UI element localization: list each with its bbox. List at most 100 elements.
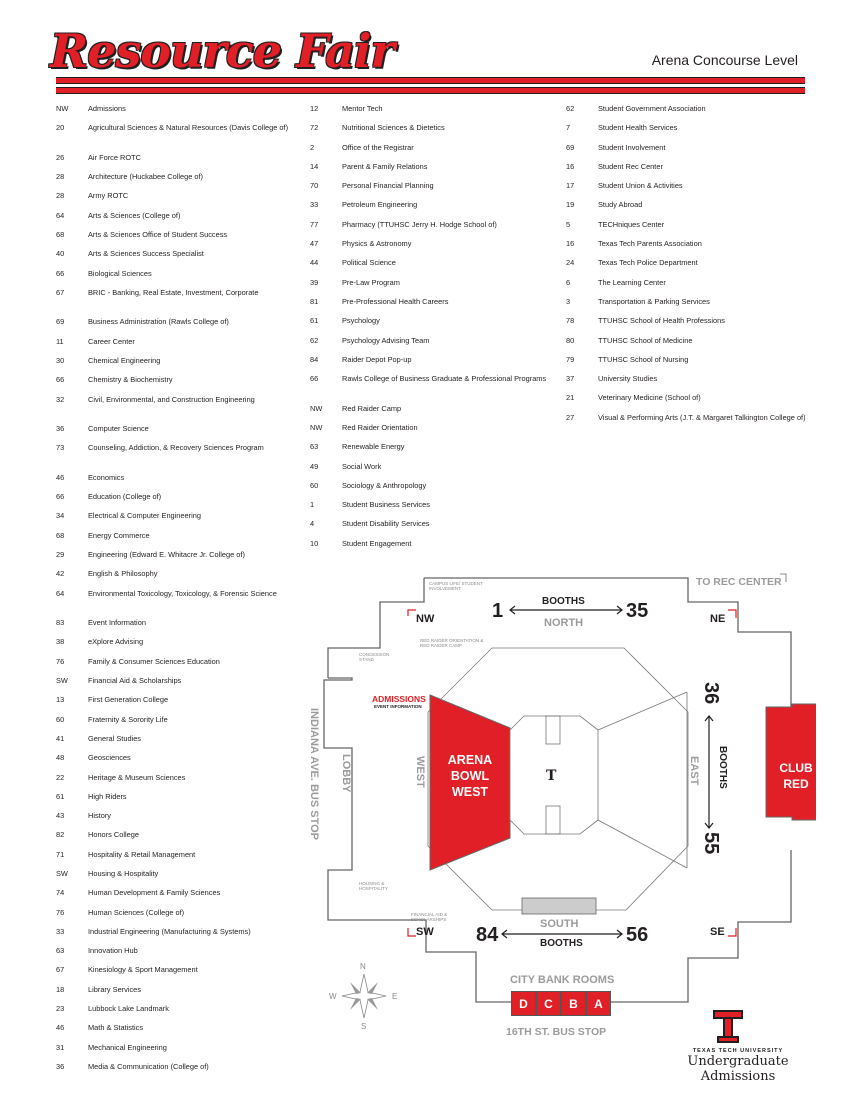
department-name: Personal Financial Planning: [342, 181, 434, 191]
booth-number: 76: [56, 656, 65, 666]
logo-university: TEXAS TECH UNIVERSITY: [692, 1048, 784, 1054]
department-name: Transportation & Parking Services: [598, 296, 710, 306]
booth-number: 16: [566, 161, 575, 171]
north-booths-label: BOOTHS: [542, 596, 585, 607]
department-name: Nutritional Sciences & Dietetics: [342, 123, 445, 133]
department-name: Counseling, Addiction, & Recovery Scienc…: [88, 443, 264, 453]
booth-number: 78: [566, 316, 575, 326]
booth-number: 18: [56, 984, 65, 994]
department-name: Civil, Environmental, and Construction E…: [88, 394, 255, 404]
department-name: Student Government Association: [598, 104, 706, 113]
booth-number: 41: [56, 733, 65, 743]
booth-number: 14: [310, 161, 319, 171]
arena-bowl-west-line: ARENA: [447, 753, 493, 767]
compass-icon: [341, 973, 387, 1019]
east-booth-end: 55: [700, 832, 722, 855]
booth-number: 39: [310, 277, 319, 287]
department-name: eXplore Advising: [88, 637, 144, 647]
booth-number: 60: [310, 480, 319, 490]
booth-number: 12: [310, 104, 319, 113]
department-name: Student Union & Activities: [598, 181, 683, 191]
header: Resource Fair Arena Concourse Level: [0, 0, 850, 100]
department-name: Arts & Sciences Office of Student Succes…: [88, 229, 228, 239]
compass-e: E: [392, 992, 398, 1001]
department-name: Economics: [88, 472, 125, 482]
booth-number: 69: [566, 142, 575, 152]
department-name: Student Health Services: [598, 123, 678, 133]
orientation-label: RED RAIDER ORIENTATION & RED RAIDER CAMP: [420, 638, 484, 648]
department-name: Raider Depot Pop-up: [342, 354, 412, 364]
east-side-label: EAST: [688, 756, 700, 786]
directory-entry: 66 Biological Sciences: [56, 269, 296, 288]
department-name: Heritage & Museum Sciences: [88, 772, 186, 782]
booth-number: 36: [56, 424, 65, 434]
department-name: Army ROTC: [88, 191, 129, 201]
department-name: Honors College: [88, 830, 139, 840]
directory-entry: 7 Student Health Services: [566, 123, 806, 142]
booth-number: SW: [56, 676, 68, 686]
department-name: Energy Commerce: [88, 530, 150, 540]
admissions-label: ADMISSIONS: [372, 694, 426, 704]
booth-number: 66: [56, 268, 65, 278]
department-name: English & Philosophy: [88, 569, 158, 579]
ttu-logo: TEXAS TECH UNIVERSITY Undergraduate Admi…: [648, 1010, 808, 1084]
department-name: First Generation College: [88, 695, 169, 705]
booth-number: 63: [56, 946, 65, 956]
booth-number: 7: [566, 123, 571, 133]
booth-number: 29: [56, 550, 65, 560]
department-name: Mentor Tech: [342, 104, 383, 113]
arena-bowl-west: ARENA BOWL WEST: [436, 752, 504, 800]
department-name: Biological Sciences: [88, 268, 152, 278]
department-name: Psychology Advising Team: [342, 335, 430, 345]
department-name: Arts & Sciences Success Specialist: [88, 249, 204, 259]
compass-n: N: [360, 962, 366, 971]
department-name: Visual & Performing Arts (J.T. & Margare…: [598, 412, 806, 422]
east-booths-label: BOOTHS: [717, 746, 728, 789]
department-name: Industrial Engineering (Manufacturing & …: [88, 926, 251, 936]
arena-bowl-west-line: WEST: [451, 785, 489, 799]
header-rule: [56, 77, 805, 84]
booth-number: NW: [310, 422, 323, 432]
department-name: Event Information: [88, 618, 146, 628]
department-name: Political Science: [342, 258, 396, 268]
department-name: Family & Consumer Sciences Education: [88, 656, 220, 666]
department-name: Media & Communication (College of): [88, 1061, 209, 1071]
booth-number: 68: [56, 530, 65, 540]
campus-life-label: CAMPUS LIFE/ STUDENT INVOLVEMENT: [429, 581, 483, 591]
booth-number: 71: [56, 849, 65, 859]
department-name: Education (College of): [88, 492, 162, 502]
department-name: Housing & Hospitality: [88, 869, 159, 878]
department-name: Financial Aid & Scholarships: [88, 676, 182, 686]
department-name: Library Services: [88, 984, 141, 994]
club-red-line: RED: [783, 777, 809, 791]
corner-sw: SW: [416, 926, 434, 938]
department-name: Mechanical Engineering: [88, 1042, 167, 1052]
department-name: Student Engagement: [342, 538, 412, 548]
